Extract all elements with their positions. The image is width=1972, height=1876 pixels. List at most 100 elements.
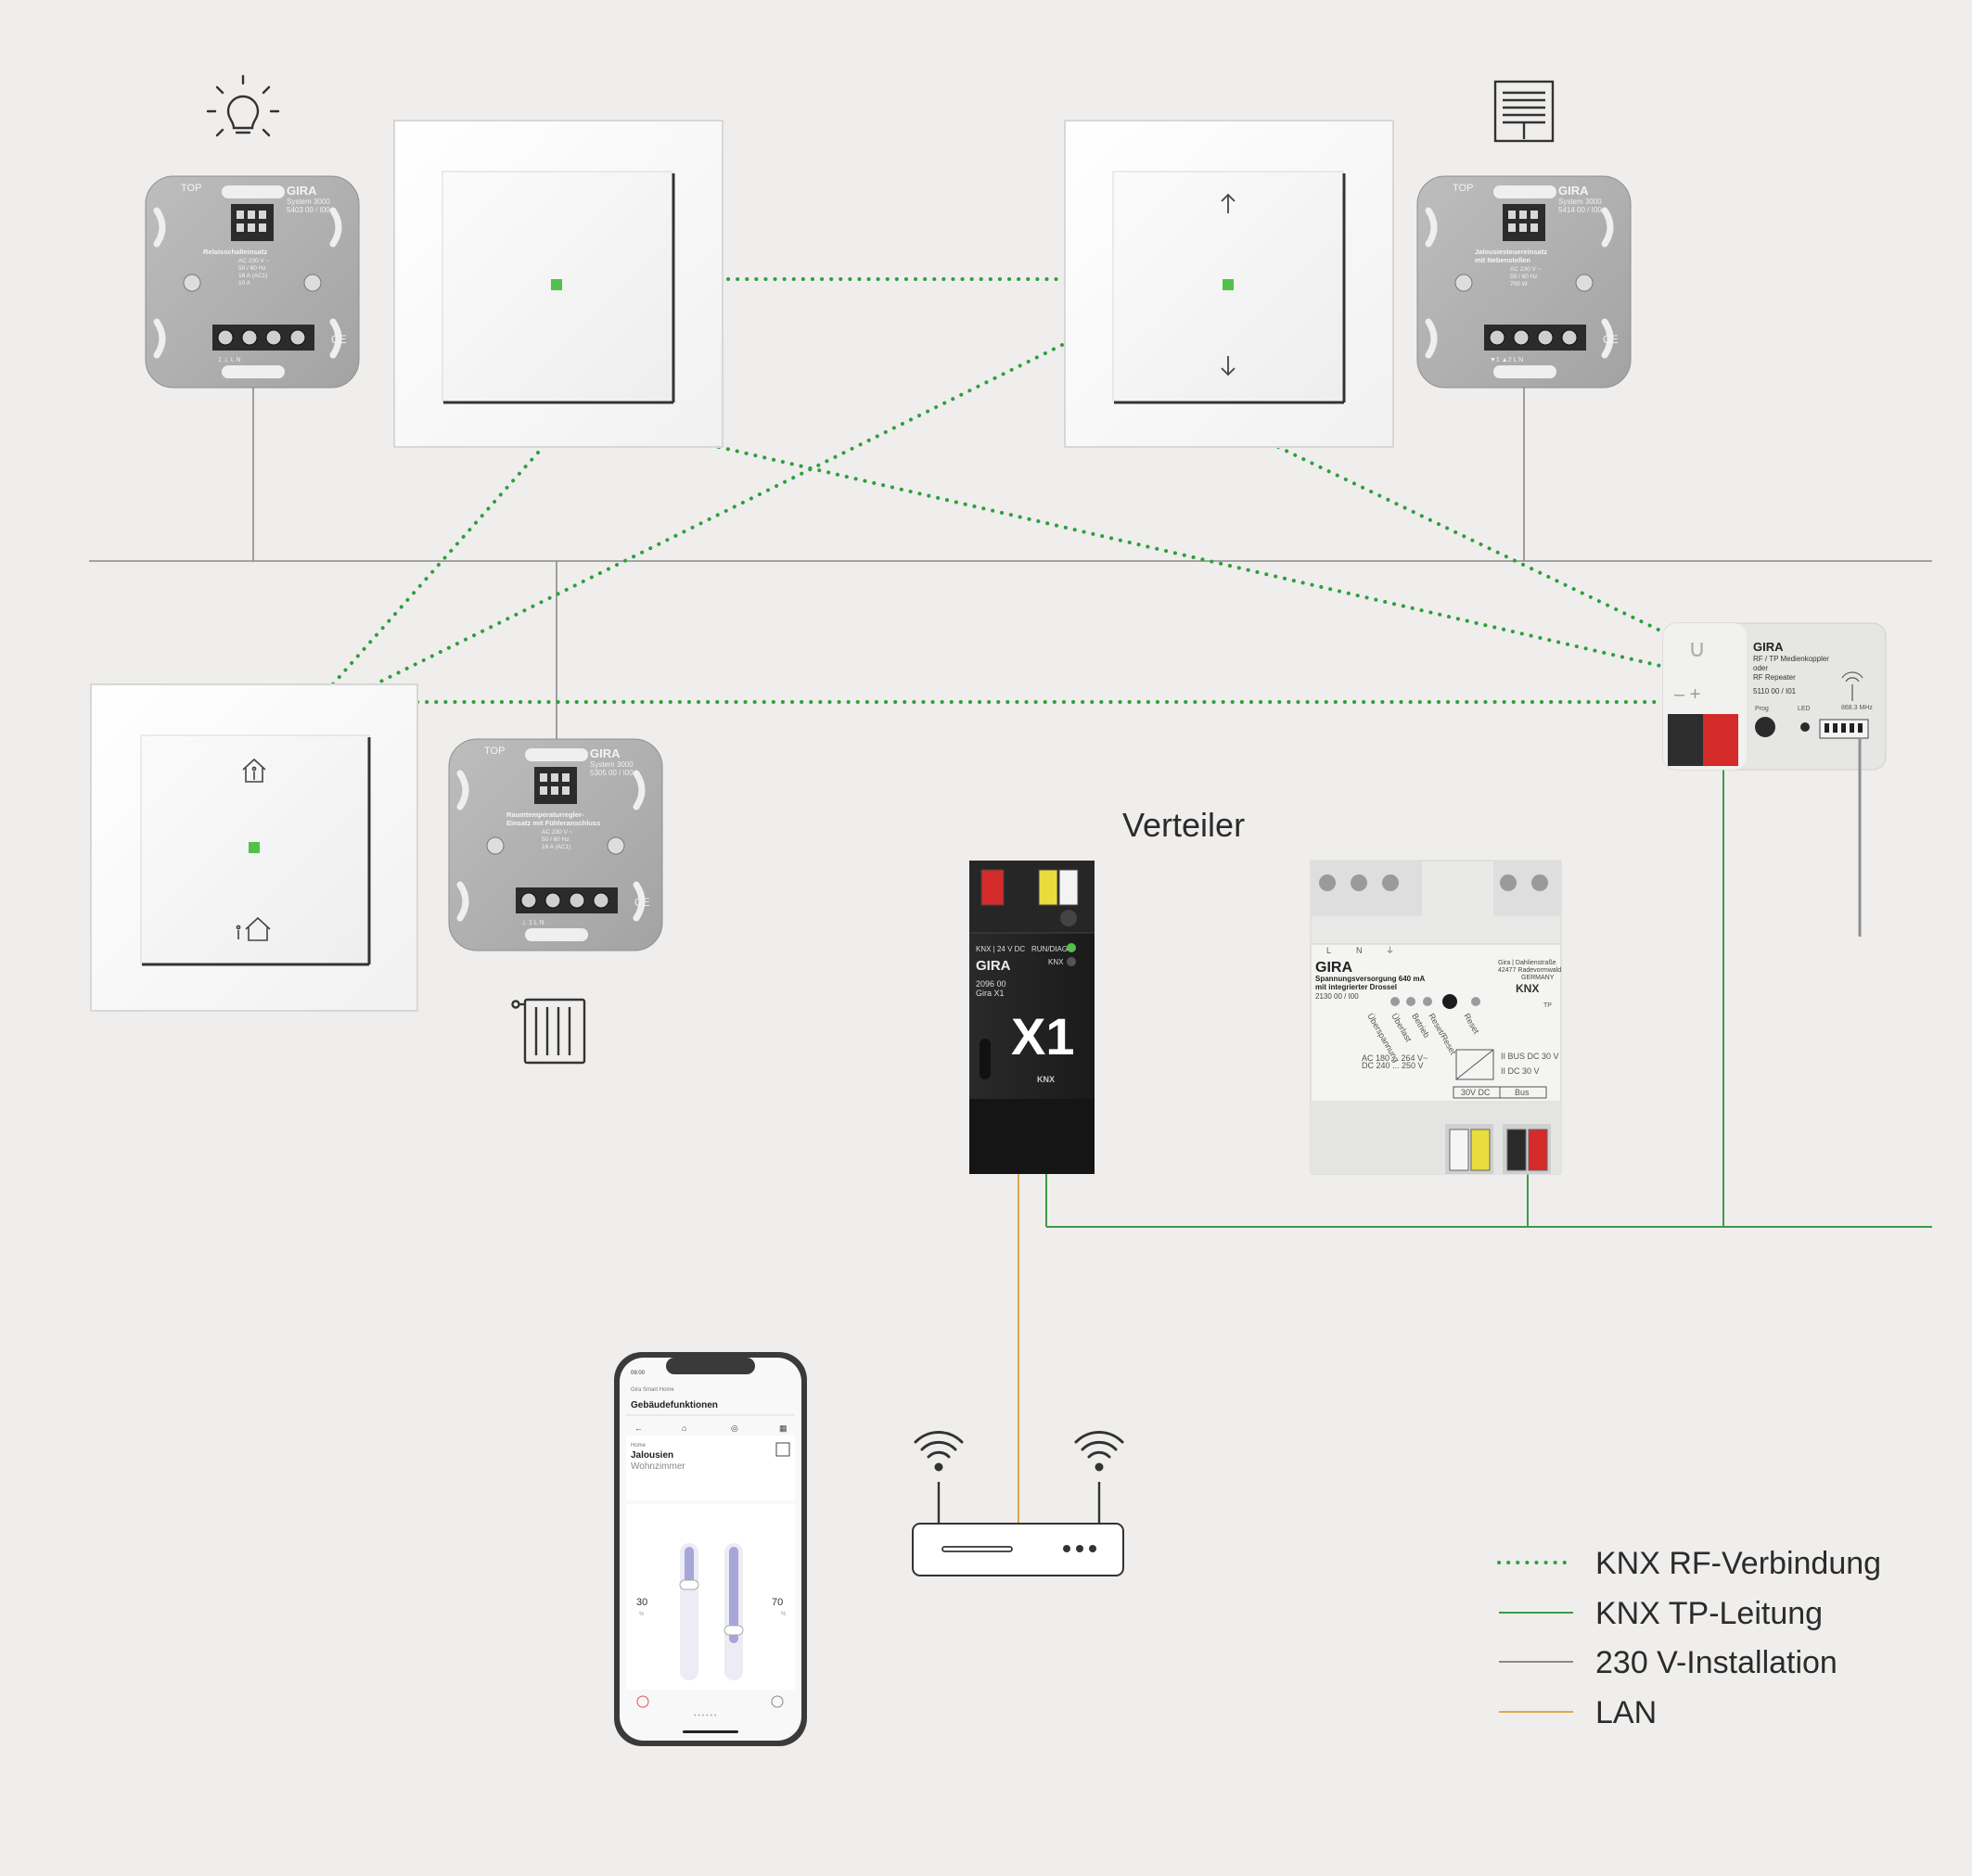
svg-text:• • • • • •: • • • • • • [694,1713,717,1719]
svg-text:1 ⊥ L N: 1 ⊥ L N [218,357,241,364]
svg-text:⏚: ⏚ [1386,946,1394,955]
switch-home[interactable] [90,683,418,1012]
svg-text:Gira Smart Home: Gira Smart Home [631,1387,674,1393]
svg-text:System 3000: System 3000 [590,760,634,769]
svg-text:RUN/DIAG: RUN/DIAG [1031,945,1068,953]
svg-text:⌂: ⌂ [682,1423,686,1433]
svg-text:Jalousien: Jalousien [631,1450,673,1461]
svg-text:TP: TP [1543,1002,1552,1009]
svg-text:RF / TP Medienkoppler: RF / TP Medienkoppler [1753,655,1829,663]
svg-text:N: N [1356,946,1363,955]
links-knx-rf [329,277,1662,704]
svg-text:AC 230 V ~: AC 230 V ~ [238,258,270,264]
blind-icon [1493,80,1555,143]
svg-text:Home: Home [631,1443,647,1448]
svg-text:868.3 MHz: 868.3 MHz [1841,705,1873,711]
svg-text:KNX: KNX [1516,982,1539,995]
svg-text:700 W: 700 W [1510,281,1529,287]
svg-text:GIRA: GIRA [1558,184,1589,198]
home-leave-icon [236,916,271,941]
gira-x1-device: KNX | 24 V DC RUN/DIAG KNX GIRA 2096 00 … [969,861,1095,1174]
svg-text:oder: oder [1753,664,1768,672]
svg-text:System 3000: System 3000 [287,198,330,206]
router-device [912,1430,1124,1576]
svg-text:AC 230 V ~: AC 230 V ~ [542,829,573,836]
status-led [1223,279,1234,290]
svg-text:10 A: 10 A [238,280,251,287]
svg-text:X1: X1 [1011,1007,1075,1066]
wires-230v [89,385,1932,742]
svg-text:Relaisschalteinsatz: Relaisschalteinsatz [203,248,267,256]
svg-text:CE: CE [634,896,650,909]
svg-text:mit integrierter Drossel: mit integrierter Drossel [1315,983,1397,991]
svg-text:70: 70 [772,1597,783,1608]
svg-text:5110 00 / I01: 5110 00 / I01 [1753,687,1797,696]
svg-text:Einsatz mit Fühleranschluss: Einsatz mit Fühleranschluss [506,819,600,827]
svg-text:←: ← [634,1423,643,1433]
svg-text:GIRA: GIRA [1315,960,1352,976]
light-bulb-icon [206,74,280,137]
svg-text:GIRA: GIRA [590,747,621,760]
wires-knx-tp [1045,770,1932,1228]
wifi-icon [1074,1430,1124,1472]
svg-text:Spannungsversorgung 640 mA: Spannungsversorgung 640 mA [1315,975,1425,983]
svg-text:50 / 60 Hz: 50 / 60 Hz [238,265,266,272]
svg-text:L: L [1326,946,1331,955]
svg-text:30V DC: 30V DC [1461,1088,1491,1097]
legend-item: KNX TP-Leitung [1499,1596,1823,1631]
svg-text:%: % [639,1612,645,1617]
status-led [551,279,562,290]
svg-text:5305 00 / I00: 5305 00 / I00 [590,769,634,777]
svg-text:50 / 60 Hz: 50 / 60 Hz [542,836,570,843]
svg-text:TOP: TOP [1453,183,1473,194]
legend-item: LAN [1499,1695,1657,1730]
svg-text:LED: LED [1798,706,1811,712]
svg-text:▼1 ▲2 L N: ▼1 ▲2 L N [1490,357,1523,364]
rf-coupler-device: ∪ – + GIRA RF / TP Medienkoppler oder RF… [1662,622,1887,937]
svg-text:%: % [781,1612,787,1617]
svg-text:Bus: Bus [1515,1088,1530,1097]
svg-text:DC 240 ... 250 V: DC 240 ... 250 V [1362,1061,1424,1070]
svg-text:II DC 30 V: II DC 30 V [1501,1066,1540,1076]
svg-text:KNX: KNX [1048,958,1064,966]
svg-text:Gira | Dahlienstraße: Gira | Dahlienstraße [1498,960,1556,966]
home-enter-icon [242,758,266,783]
svg-text:2130 00 / I00: 2130 00 / I00 [1315,992,1359,1001]
svg-text:GIRA: GIRA [1753,640,1784,654]
svg-text:∪: ∪ [1688,634,1706,662]
legend-label: KNX RF-Verbindung [1595,1546,1881,1581]
radiator-icon [511,998,586,1065]
svg-text:5414 00 / I00: 5414 00 / I00 [1558,206,1602,214]
switch-blind[interactable] [1064,120,1394,448]
legend-item: 230 V-Installation [1499,1645,1838,1680]
svg-text:– +: – + [1674,684,1700,705]
svg-text:2096 00: 2096 00 [976,979,1006,989]
svg-text:KNX | 24 V DC: KNX | 24 V DC [976,945,1025,953]
svg-text:RF Repeater: RF Repeater [1753,673,1796,682]
svg-text:⊥ 1 L N: ⊥ 1 L N [521,920,544,926]
wifi-icon [914,1430,964,1472]
svg-text:TOP: TOP [181,183,201,194]
legend-label: KNX TP-Leitung [1595,1596,1823,1631]
svg-text:Prog: Prog [1755,706,1769,712]
svg-text:50 / 60 Hz: 50 / 60 Hz [1510,274,1538,280]
svg-text:AC 230 V ~: AC 230 V ~ [1510,266,1542,273]
svg-text:GIRA: GIRA [976,958,1011,974]
switch-light[interactable] [393,120,723,448]
svg-text:CE: CE [331,333,347,346]
legend-label: LAN [1595,1695,1657,1730]
arrow-down-icon [1221,356,1236,376]
svg-text:Gira X1: Gira X1 [976,989,1005,998]
legend-item: KNX RF-Verbindung [1497,1546,1881,1581]
svg-text:GIRA: GIRA [287,184,317,198]
svg-text:▦: ▦ [779,1423,788,1433]
svg-text:TOP: TOP [484,746,505,757]
svg-text:II BUS DC 30 V: II BUS DC 30 V [1501,1052,1559,1061]
svg-text:AC 180 ... 264 V~: AC 180 ... 264 V~ [1362,1053,1428,1063]
status-led [249,842,260,853]
